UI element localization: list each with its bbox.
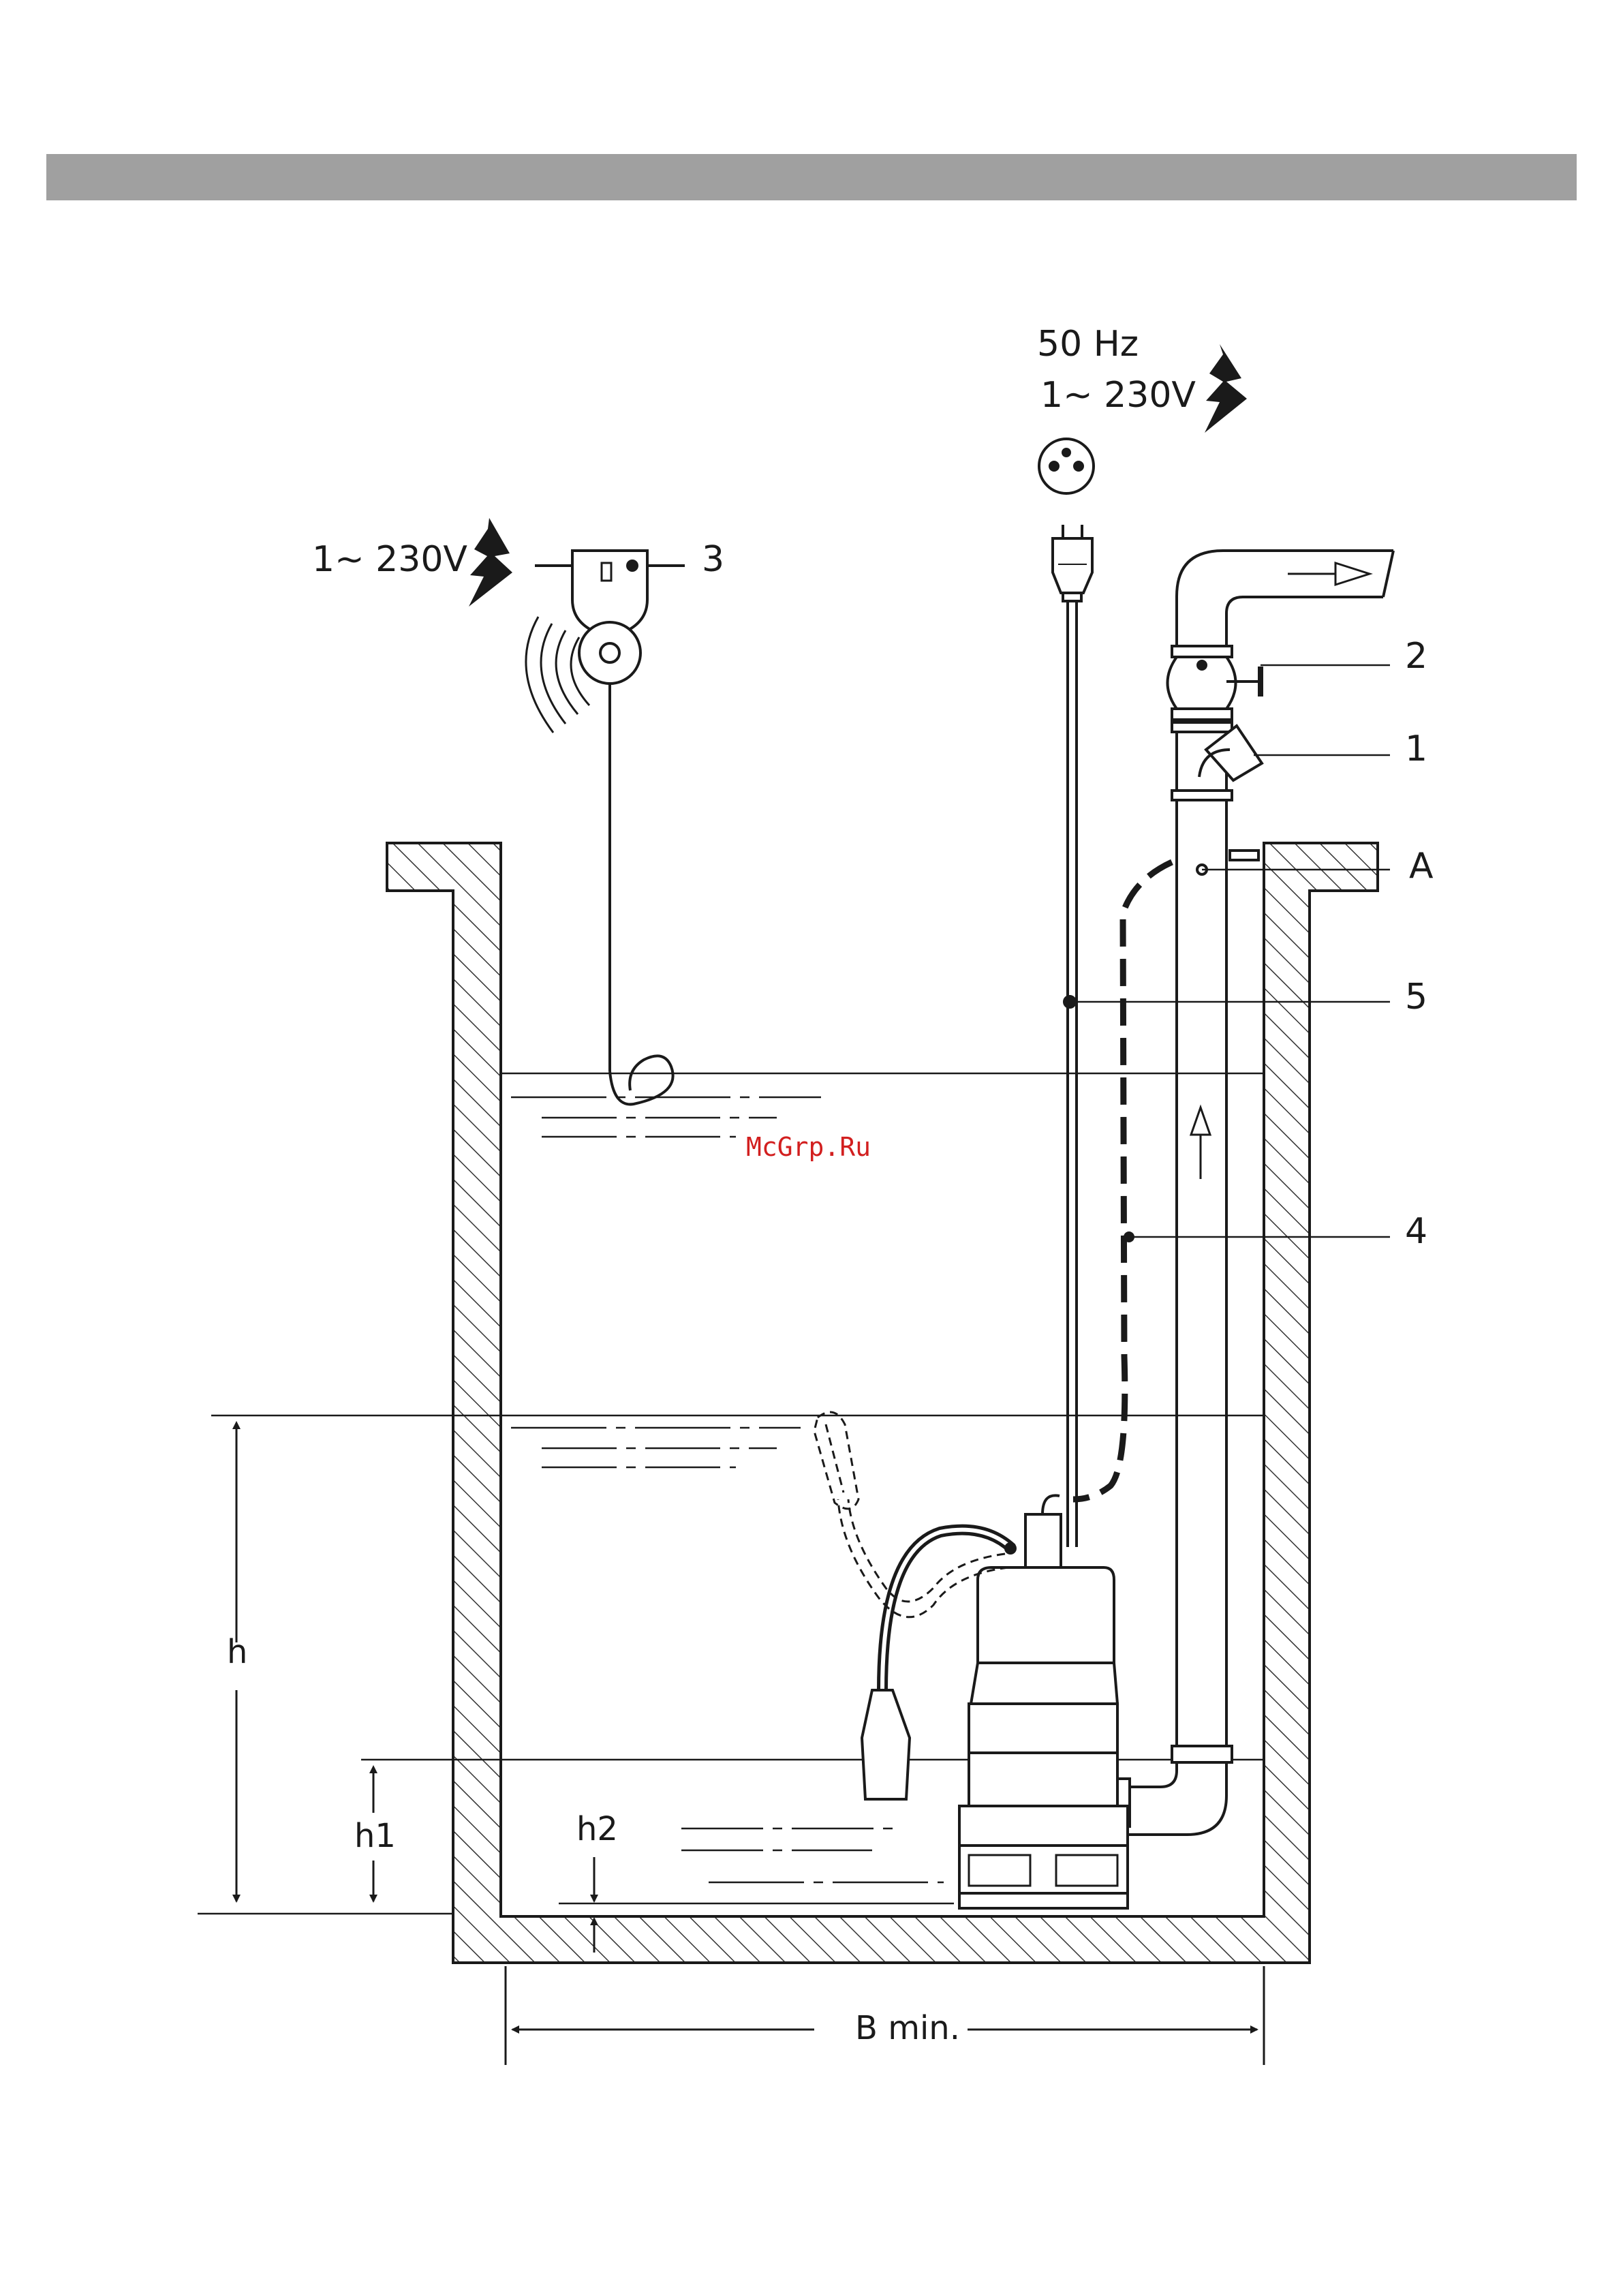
callout-4: 4 [1405,1211,1427,1252]
callout-1: 1 [1405,729,1427,769]
discharge-pipe [1124,551,1393,1835]
callout-5: 5 [1405,977,1427,1017]
dimension-width-label: B min. [855,2009,960,2047]
dimension-h2-label: h2 [576,1810,618,1848]
dimension-h-label: h [227,1633,247,1671]
voltage-label: 1~ 230V [1040,375,1196,416]
socket-icon [1039,439,1094,493]
watermark: McGrp.Ru [746,1132,871,1162]
lightning-icon [469,518,512,607]
sound-waves-icon [526,617,589,733]
alarm-switch [535,551,685,1104]
header-bar [46,154,1577,200]
callout-2: 2 [1405,636,1427,677]
power-cable [1053,525,1092,1547]
dashed-cable [1073,862,1172,1499]
frequency-label: 50 Hz [1037,324,1139,365]
callout-A: A [1409,846,1434,887]
switch-voltage-label: 1~ 230V [312,539,467,580]
callout-3: 3 [702,539,724,580]
lightning-icon [1205,344,1247,433]
dimension-h1-label: h1 [354,1817,396,1855]
